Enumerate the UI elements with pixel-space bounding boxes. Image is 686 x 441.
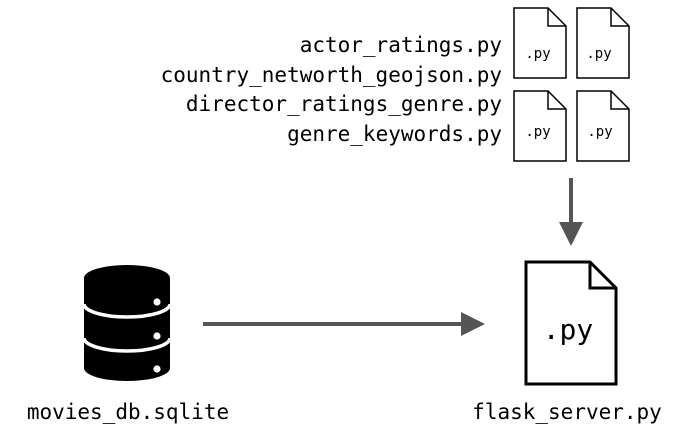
python-file-icon-label: .py — [587, 124, 612, 140]
python-file-icon-label: .py — [586, 46, 611, 62]
database-label: movies_db.sqlite — [27, 400, 229, 424]
python-file-icon: .py — [513, 90, 567, 162]
script-name-country-networth: country_networth_geojson.py — [161, 63, 502, 87]
python-file-icon-label: .py — [525, 124, 550, 140]
server-file-icon: .py — [524, 260, 618, 386]
script-name-actor-ratings: actor_ratings.py — [300, 33, 502, 57]
server-label: flask_server.py — [472, 400, 662, 424]
python-file-icon-label: .py — [525, 46, 550, 62]
script-name-director-ratings: director_ratings_genre.py — [186, 92, 502, 116]
python-file-icon: .py — [576, 90, 630, 162]
server-file-icon-label: .py — [543, 313, 594, 346]
python-file-icon: .py — [576, 7, 630, 79]
script-name-list: actor_ratings.py country_networth_geojso… — [161, 33, 502, 146]
python-file-icon: .py — [513, 7, 567, 79]
script-name-genre-keywords: genre_keywords.py — [287, 122, 502, 146]
database-icon — [82, 265, 172, 381]
